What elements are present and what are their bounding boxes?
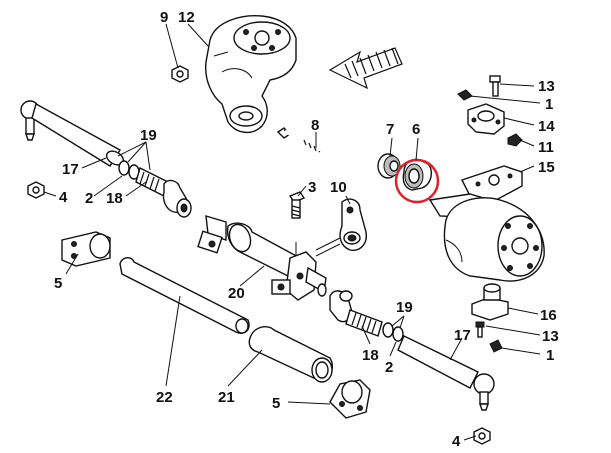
clamp-5-right bbox=[329, 379, 371, 419]
clamp-5-left bbox=[61, 231, 111, 267]
callout-7: 7 bbox=[386, 121, 394, 138]
bolt-13-bottom-icon bbox=[475, 321, 485, 338]
callout-2-right: 2 bbox=[385, 359, 393, 376]
callout-8: 8 bbox=[311, 117, 319, 134]
callout-11: 11 bbox=[538, 139, 554, 156]
grease-nipple-1-bottom-icon bbox=[489, 339, 503, 353]
callout-20: 20 bbox=[228, 285, 245, 302]
callout-19-right: 19 bbox=[396, 299, 413, 316]
callout-labels: 9 12 8 19 17 2 18 4 7 6 3 10 13 1 14 11 … bbox=[54, 9, 559, 450]
shaft-22 bbox=[119, 257, 250, 334]
grease-nipple-1-top-icon bbox=[457, 89, 473, 101]
callout-14: 14 bbox=[538, 118, 555, 135]
nut-4-left-icon bbox=[27, 181, 45, 199]
adjuster-left bbox=[118, 160, 192, 218]
callout-17-left: 17 bbox=[62, 161, 79, 178]
callout-22: 22 bbox=[156, 389, 173, 406]
tie-rod-left bbox=[20, 100, 125, 167]
nut-9-icon bbox=[171, 65, 189, 83]
callout-5-left: 5 bbox=[54, 275, 62, 292]
cap-16 bbox=[471, 283, 509, 321]
bearing-6 bbox=[402, 158, 433, 191]
bracket-10 bbox=[315, 198, 367, 257]
callout-1-top: 1 bbox=[545, 96, 553, 113]
callout-2-left: 2 bbox=[85, 190, 93, 207]
callout-3: 3 bbox=[308, 179, 316, 196]
bolt-13-top-icon bbox=[489, 75, 501, 97]
callout-15: 15 bbox=[538, 159, 555, 176]
bushing-7 bbox=[377, 153, 401, 179]
callout-1-bottom: 1 bbox=[546, 347, 554, 364]
callout-13-top: 13 bbox=[538, 78, 555, 95]
direction-arrow-icon bbox=[328, 47, 403, 90]
callout-16: 16 bbox=[540, 307, 557, 324]
steering-knuckle-top bbox=[205, 15, 297, 133]
nut-11-icon bbox=[507, 133, 523, 147]
callout-4-right: 4 bbox=[452, 433, 461, 450]
nut-4-right-icon bbox=[473, 427, 491, 445]
leader-lines bbox=[43, 23, 541, 441]
steering-knuckle-right bbox=[428, 165, 545, 282]
callout-18-right: 18 bbox=[362, 347, 379, 364]
callout-19-left: 19 bbox=[140, 127, 157, 144]
callout-12: 12 bbox=[178, 9, 195, 26]
callout-9: 9 bbox=[160, 9, 168, 26]
cap-14 bbox=[467, 103, 505, 135]
steering-cylinder bbox=[197, 215, 327, 301]
bolt-3-icon bbox=[288, 191, 306, 219]
callout-5-right: 5 bbox=[272, 395, 280, 412]
tube-21 bbox=[248, 326, 334, 383]
callout-10: 10 bbox=[330, 179, 347, 196]
callout-4-left: 4 bbox=[59, 189, 68, 206]
callout-21: 21 bbox=[218, 389, 235, 406]
callout-6: 6 bbox=[412, 121, 420, 138]
bolt-8-icon bbox=[276, 127, 321, 153]
callout-13-bottom: 13 bbox=[542, 328, 559, 345]
highlight-circle bbox=[394, 158, 440, 204]
callout-18-left: 18 bbox=[106, 190, 123, 207]
callout-17-right: 17 bbox=[454, 327, 471, 344]
